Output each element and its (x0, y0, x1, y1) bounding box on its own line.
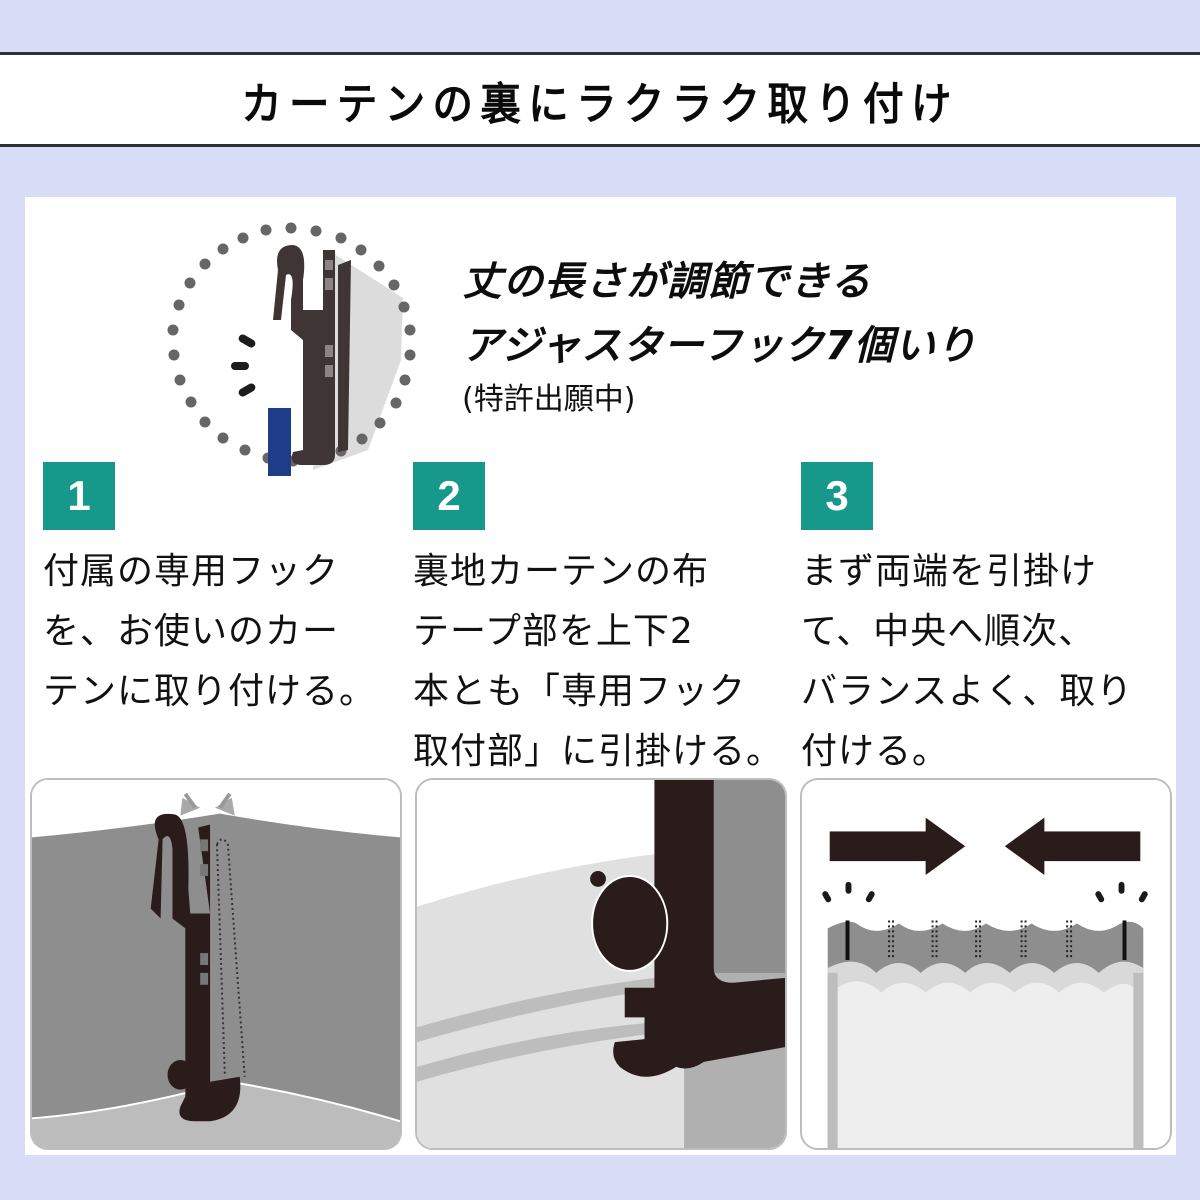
step-3: 3 まず両端を引掛け て、中央へ順次、 バランスよく、取り 付ける。 (801, 462, 1133, 782)
step-description: まず両端を引掛け て、中央へ順次、 バランスよく、取り 付ける。 (801, 542, 1133, 782)
header-band: カーテンの裏にラクラク取り付け (0, 52, 1200, 147)
step-text-line: 付ける。 (801, 731, 950, 772)
step-text-line: まず両端を引掛け (801, 551, 1098, 592)
step-text-line: テンに取り付ける。 (43, 671, 377, 712)
page-title: カーテンの裏にラクラク取り付け (241, 78, 959, 130)
step-number-badge: 2 (413, 462, 485, 530)
feature-heading-line-1: 丈の長さが調節できる (462, 259, 872, 305)
feature-heading-line-2: アジャスターフック7個いり (462, 323, 977, 369)
step-text-line: 取付部」に引掛ける。 (413, 731, 784, 772)
step-description: 裏地カーテンの布 テープ部を上下2 本とも「専用フック 取付部」に引掛ける。 (413, 542, 783, 782)
step-description: 付属の専用フック を、お使いのカー テンに取り付ける。 (43, 542, 376, 722)
feature-description: 丈の長さが調節できる アジャスターフック7個いり (特許出願中) (462, 250, 977, 420)
hook-on-curtain-illustration (30, 778, 402, 1150)
step-number-badge: 3 (801, 462, 873, 530)
adjuster-hook-icon (163, 220, 419, 476)
hook-tape-closeup-illustration (415, 778, 787, 1150)
step-text-line: 付属の専用フック (43, 551, 340, 592)
curtain-arrows-center-illustration (800, 778, 1172, 1150)
patent-pending-note: (特許出願中) (462, 382, 636, 417)
step-text-line: て、中央へ順次、 (801, 611, 1096, 652)
step-text-line: 裏地カーテンの布 (413, 551, 710, 592)
step-number-badge: 1 (43, 462, 115, 530)
step-text-line: 本とも「専用フック (413, 671, 747, 712)
step-text-line: バランスよく、取り (801, 671, 1134, 712)
arrow-left-icon (1004, 817, 1141, 875)
arrow-right-icon (829, 817, 966, 875)
step-1: 1 付属の専用フック を、お使いのカー テンに取り付ける。 (43, 462, 376, 722)
step-2: 2 裏地カーテンの布 テープ部を上下2 本とも「専用フック 取付部」に引掛ける。 (413, 462, 783, 782)
step-text-line: テープ部を上下2 (413, 611, 694, 652)
step-text-line: を、お使いのカー (43, 611, 340, 652)
